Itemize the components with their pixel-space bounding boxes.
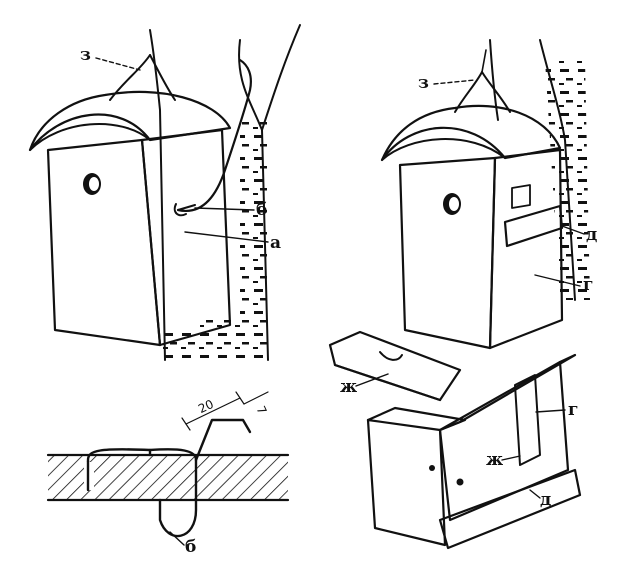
wedge-block: ж xyxy=(328,330,462,402)
label-wedge: ж xyxy=(340,377,357,397)
left-labels: з б а xyxy=(80,45,281,253)
bottom-right-labels: г ж д xyxy=(486,400,578,510)
label-hook-left: б xyxy=(256,200,267,220)
label-wire-left: з xyxy=(80,45,91,65)
label-board-d-top: д xyxy=(586,225,597,245)
right-tree-trunk xyxy=(489,39,590,301)
label-wedge-bottom: ж xyxy=(486,450,503,470)
label-wire-right: з xyxy=(418,73,429,93)
right-labels: з д г xyxy=(418,73,597,295)
label-board-g-top: г xyxy=(583,275,593,295)
left-birdhouse xyxy=(28,54,252,347)
mounting-assembly xyxy=(366,353,582,550)
label-hook-detail: б xyxy=(185,537,196,557)
label-board-d-bottom: д xyxy=(540,490,551,510)
dim-20: 20 xyxy=(196,397,216,416)
dim-7: 7 xyxy=(254,404,270,417)
right-birdhouse xyxy=(380,49,564,350)
label-board-g-bottom: г xyxy=(568,400,578,420)
label-board-a: а xyxy=(270,233,281,253)
hook-detail: 20 7 б xyxy=(46,391,290,557)
